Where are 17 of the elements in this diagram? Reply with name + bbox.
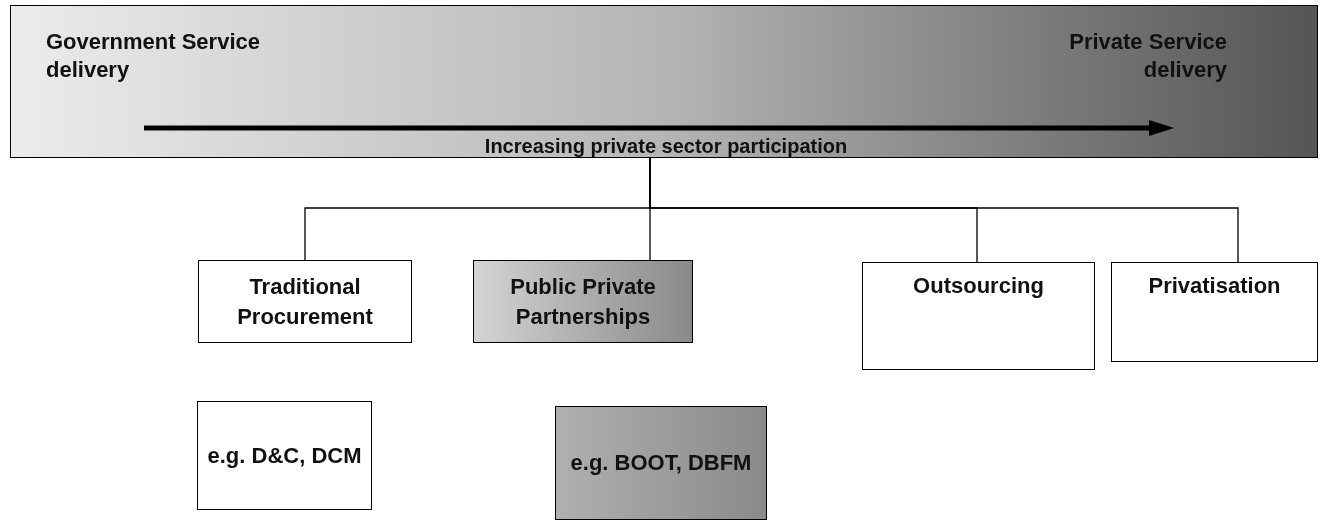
band-label: Increasing private sector participation (483, 135, 849, 157)
category-box (473, 260, 693, 343)
gradient-band (10, 5, 1318, 158)
box-label: e.g. BOOT, DBFM (569, 449, 753, 477)
category-box (555, 406, 767, 520)
category-box (197, 401, 372, 510)
box-label: e.g. D&C, DCM (206, 441, 363, 470)
category-box (862, 262, 1095, 370)
box-label: Traditional Procurement (236, 272, 374, 331)
category-box (1111, 262, 1318, 362)
category-box (198, 260, 412, 343)
band-label: Government Service delivery (46, 28, 261, 84)
band-label: Private Service delivery (1068, 28, 1227, 84)
box-label: Privatisation (1147, 272, 1282, 300)
box-label: Public Private Partnerships (509, 272, 657, 331)
connector-line (649, 157, 1239, 263)
box-label: Outsourcing (912, 272, 1045, 300)
